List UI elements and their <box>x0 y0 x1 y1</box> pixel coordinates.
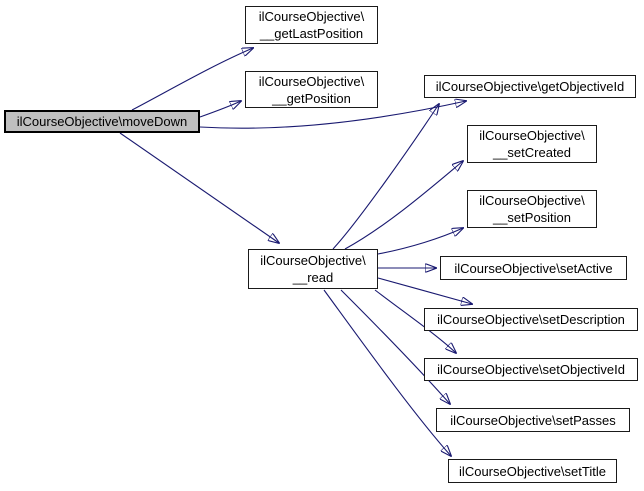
node-settitle[interactable]: ilCourseObjective\setTitle <box>448 459 617 483</box>
node-getposition[interactable]: ilCourseObjective\ __getPosition <box>245 71 378 108</box>
node-label: ilCourseObjective\setTitle <box>459 463 606 479</box>
node-label: __setCreated <box>492 145 572 160</box>
node-getlastposition[interactable]: ilCourseObjective\ __getLastPosition <box>245 6 378 44</box>
node-setdescription[interactable]: ilCourseObjective\setDescription <box>424 308 638 331</box>
edge-read-to-setobjectiveid <box>374 289 456 353</box>
node-label: ilCourseObjective\moveDown <box>16 114 188 129</box>
node-label: ilCourseObjective\setObjectiveId <box>437 362 625 377</box>
node-setposition[interactable]: ilCourseObjective\ __setPosition <box>467 190 597 228</box>
node-label: ilCourseObjective\ <box>258 9 365 24</box>
node-label: ilCourseObjective\getObjectiveId <box>435 79 625 94</box>
node-label: ilCourseObjective\ <box>260 253 366 268</box>
edge-movedown-to-read <box>119 132 279 243</box>
node-label: ilCourseObjective\setDescription <box>437 312 625 327</box>
edge-read-to-settitle <box>323 289 451 456</box>
node-label: ilCourseObjective\setPasses <box>450 412 616 428</box>
node-setcreated[interactable]: ilCourseObjective\ __setCreated <box>467 125 597 163</box>
node-setactive[interactable]: ilCourseObjective\setActive <box>440 256 627 280</box>
node-setobjectiveid[interactable]: ilCourseObjective\setObjectiveId <box>424 358 638 381</box>
node-label: ilCourseObjective\ <box>258 73 365 89</box>
node-setpasses[interactable]: ilCourseObjective\setPasses <box>436 408 630 432</box>
node-label: ilCourseObjective\setActive <box>454 260 613 276</box>
node-label: __getPosition <box>272 90 351 106</box>
edge-read-to-setcreated <box>344 161 463 250</box>
node-label: ilCourseObjective\ <box>479 128 585 143</box>
edge-read-to-setpasses <box>340 289 450 404</box>
node-movedown: ilCourseObjective\moveDown <box>4 110 200 133</box>
node-label: __setPosition <box>492 210 572 225</box>
node-label: __getLastPosition <box>259 26 364 41</box>
edge-read-to-setposition <box>377 228 463 255</box>
node-label: __read <box>292 270 334 285</box>
edge-movedown-to-getposition <box>199 101 241 118</box>
edge-read-to-getobjectiveid <box>332 104 439 250</box>
node-label: ilCourseObjective\ <box>479 193 585 208</box>
node-read[interactable]: ilCourseObjective\ __read <box>248 249 378 289</box>
edge-movedown-to-getlastposition <box>131 48 253 111</box>
edge-read-to-setdescription <box>377 277 472 304</box>
node-getobjectiveid[interactable]: ilCourseObjective\getObjectiveId <box>424 75 636 98</box>
